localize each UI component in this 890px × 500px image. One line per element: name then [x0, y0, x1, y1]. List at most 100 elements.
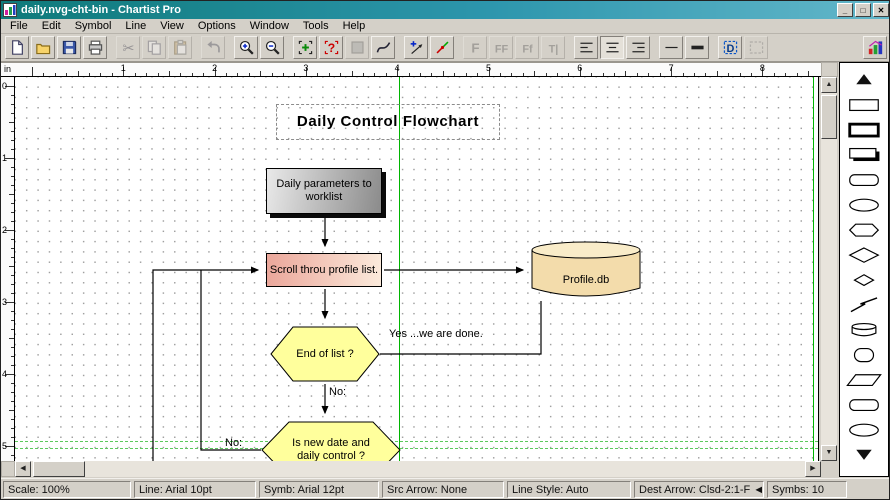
menu-file[interactable]: File: [10, 20, 28, 32]
close-button[interactable]: ✕: [873, 3, 889, 17]
node-end-of-list[interactable]: End of list ?: [270, 326, 380, 382]
window-controls: _ □ ✕: [837, 3, 889, 17]
curve-tool-button[interactable]: [371, 36, 395, 59]
zoom-out-button[interactable]: [260, 36, 284, 59]
maximize-button[interactable]: □: [855, 3, 871, 17]
new-symbol-button[interactable]: [293, 36, 317, 59]
ruler-tick: [625, 71, 627, 76]
ruler-tick: [111, 73, 113, 76]
menu-edit[interactable]: Edit: [41, 20, 61, 32]
horizontal-scroll-thumb[interactable]: [33, 461, 85, 477]
shapes-scroll-up-icon[interactable]: [843, 68, 885, 91]
capsule-shape[interactable]: [843, 343, 885, 366]
shadowed-rectangle-shape[interactable]: [843, 143, 885, 166]
node-profile-db[interactable]: Profile.db: [531, 241, 641, 299]
hexagon-shape[interactable]: [843, 218, 885, 241]
undo-icon: [206, 40, 220, 53]
ruler-tick: [77, 71, 79, 76]
line-thick-button[interactable]: [685, 36, 709, 59]
print-button[interactable]: [83, 36, 107, 59]
ruler-tick: [11, 212, 14, 213]
scale-status: Scale: 100%: [3, 481, 131, 498]
open-icon: [35, 43, 50, 55]
oval2-shape[interactable]: [843, 418, 885, 441]
zoom-in-button[interactable]: [234, 36, 258, 59]
drawing-canvas[interactable]: Daily Control Flowchart Daily parameters…: [15, 77, 819, 461]
zigzag-connector-shape[interactable]: [843, 293, 885, 316]
redraw-line-button[interactable]: [430, 36, 454, 59]
copy-button[interactable]: [142, 36, 166, 59]
scroll-left-button[interactable]: ◀: [15, 461, 31, 477]
font-large-button[interactable]: F: [463, 36, 487, 59]
vertical-scroll-thumb[interactable]: [821, 95, 837, 139]
menu-help[interactable]: Help: [342, 20, 366, 32]
symbol-help-button[interactable]: ?: [319, 36, 343, 59]
menu-symbol[interactable]: Symbol: [74, 20, 112, 32]
font-pair-button[interactable]: FF: [489, 36, 513, 59]
vertical-scroll-track[interactable]: [821, 93, 837, 445]
bold-rectangle-shape[interactable]: [843, 118, 885, 141]
node-is-new-date[interactable]: Is new date and daily control ?: [261, 421, 401, 461]
scroll-up-button[interactable]: ▲: [821, 77, 837, 93]
menu-tools[interactable]: Tools: [302, 20, 329, 32]
scroll-down-button[interactable]: ▼: [821, 445, 837, 461]
cylinder-shape[interactable]: [843, 318, 885, 341]
add-line-button[interactable]: [404, 36, 428, 59]
minimize-button[interactable]: _: [837, 3, 853, 17]
font-mixed-button[interactable]: Ff: [515, 36, 539, 59]
save-button[interactable]: [57, 36, 81, 59]
align-left-button[interactable]: [574, 36, 598, 59]
node-daily-parameters[interactable]: Daily parameters to worklist: [266, 168, 382, 214]
font-f-icon: F: [471, 40, 479, 55]
paste-button[interactable]: [168, 36, 192, 59]
align-right-button[interactable]: [626, 36, 650, 59]
menu-options[interactable]: Options: [197, 20, 236, 32]
parallelogram-shape[interactable]: [843, 368, 885, 391]
node-scroll-profile-list[interactable]: Scroll throu profile list.: [266, 253, 382, 287]
ruler-tick: [11, 221, 14, 222]
ruler-tick: [11, 392, 14, 393]
horizontal-scrollbar[interactable]: ◀ ▶: [15, 461, 821, 477]
ruler-tick: [442, 71, 444, 76]
text-style-button[interactable]: T|: [541, 36, 565, 59]
chart-title-box[interactable]: Daily Control Flowchart: [276, 104, 500, 140]
ruler-tick: [488, 67, 490, 76]
horizontal-scroll-track[interactable]: [31, 461, 805, 477]
ruler-tick: [191, 73, 193, 76]
ruler-tick: [168, 71, 170, 76]
title-bar[interactable]: daily.nvg-cht-bin - Chartist Pro _ □ ✕: [1, 1, 889, 19]
vertical-scrollbar[interactable]: ▲ ▼: [821, 77, 837, 461]
connector-lines: [152, 216, 542, 461]
ruler-tick: [248, 73, 250, 76]
shapes-scroll-down-icon[interactable]: [843, 443, 885, 466]
small-diamond-shape[interactable]: [843, 268, 885, 291]
menu-line[interactable]: Line: [125, 20, 147, 32]
diamond-shape[interactable]: [843, 243, 885, 266]
ruler-tick: [773, 73, 775, 76]
menu-view[interactable]: View: [160, 20, 184, 32]
horizontal-guide-line-2: [15, 448, 818, 449]
edge-label-no-1: No:: [329, 386, 347, 398]
open-button[interactable]: [31, 36, 55, 59]
align-center-button[interactable]: [600, 36, 624, 59]
scroll-right-button[interactable]: ▶: [805, 461, 821, 477]
line-style-status-text: Line Style: Auto: [512, 483, 589, 496]
ruler-tick: [5, 446, 14, 447]
app-logo-button[interactable]: [863, 36, 887, 59]
cut-button[interactable]: ✂: [116, 36, 140, 59]
rounded-rectangle-shape[interactable]: [843, 168, 885, 191]
menu-window[interactable]: Window: [249, 20, 289, 32]
rounded-rectangle2-shape[interactable]: [843, 393, 885, 416]
oval-shape[interactable]: [843, 193, 885, 216]
dimension-frame-button[interactable]: D: [718, 36, 742, 59]
selection-marquee-button[interactable]: [744, 36, 768, 59]
new-button[interactable]: [5, 36, 29, 59]
rectangle-shape[interactable]: [843, 93, 885, 116]
undo-button[interactable]: [201, 36, 225, 59]
ruler-tick: [477, 73, 479, 76]
fill-style-button[interactable]: [345, 36, 369, 59]
ruler-corner: [821, 62, 838, 77]
line-thin-button[interactable]: [659, 36, 683, 59]
ruler-tick: [317, 73, 319, 76]
ruler-number: 5: [485, 63, 492, 73]
